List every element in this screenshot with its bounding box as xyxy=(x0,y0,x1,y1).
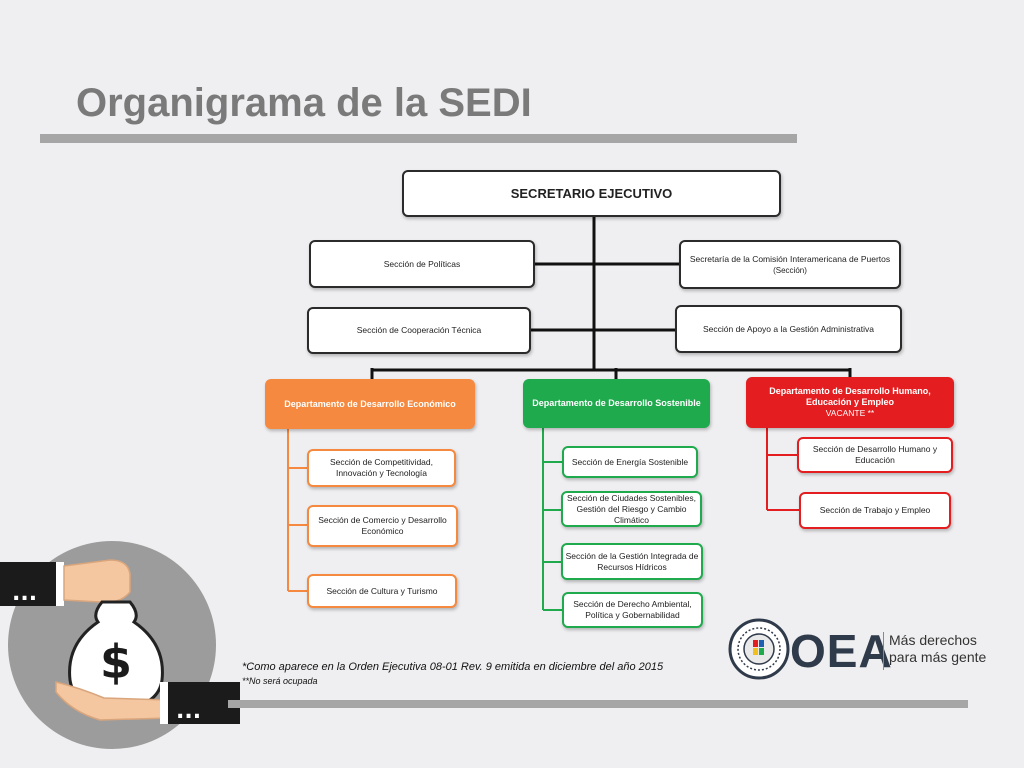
seccion-ciudades-box: Sección de Ciudades Sostenibles, Gestión… xyxy=(561,491,702,527)
dept-economico-label: Departamento de Desarrollo Económico xyxy=(284,398,456,409)
bottom-divider xyxy=(228,700,968,708)
dollar-symbol: $ xyxy=(100,635,132,689)
seccion-comercio-label: Sección de Comercio y Desarrollo Económi… xyxy=(318,515,447,536)
seccion-recursos-hidricos-box: Sección de la Gestión Integrada de Recur… xyxy=(561,543,703,580)
seccion-ciudades-label: Sección de Ciudades Sostenibles, Gestión… xyxy=(567,492,696,525)
seccion-trabajo-label: Sección de Trabajo y Empleo xyxy=(819,505,931,515)
seccion-cultura-box: Sección de Cultura y Turismo xyxy=(307,574,457,608)
sleeve-dots-bottom: ... xyxy=(176,699,201,724)
tagline-line-1: Más derechos xyxy=(889,632,977,648)
apoyo-gestion-label: Sección de Apoyo a la Gestión Administra… xyxy=(702,323,875,334)
seccion-cooperacion-label: Sección de Cooperación Técnica xyxy=(356,325,482,335)
oea-logo-text: OEA xyxy=(790,625,893,677)
logo-divider xyxy=(883,632,884,670)
seccion-politicas-label: Sección de Políticas xyxy=(383,258,461,269)
footnotes: *Como aparece en la Orden Ejecutiva 08-0… xyxy=(242,660,663,688)
secretario-ejecutivo-box: SECRETARIO EJECUTIVO xyxy=(402,170,781,217)
sleeve-top xyxy=(0,562,62,606)
secretario-ejecutivo-label: SECRETARIO EJECUTIVO xyxy=(510,186,673,201)
footnote-1: *Como aparece en la Orden Ejecutiva 08-0… xyxy=(242,661,664,673)
seccion-derecho-ambiental-label: Sección de Derecho Ambiental, Política y… xyxy=(573,599,692,620)
dept-sostenible-label: Departamento de Desarrollo Sostenible xyxy=(532,398,701,408)
dept-desarrollo-economico: Departamento de Desarrollo Económico xyxy=(265,379,475,429)
sleeve-dots-top: ... xyxy=(12,581,37,606)
comision-puertos-label: Secretaría de la Comisión Interamericana… xyxy=(689,253,891,264)
seccion-recursos-hidricos-label: Sección de la Gestión Integrada de Recur… xyxy=(565,550,699,572)
tagline-line-2: para más gente xyxy=(889,649,987,665)
comision-puertos-box: Secretaría de la Comisión Interamericana… xyxy=(679,240,901,289)
seccion-energia-box: Sección de Energía Sostenible xyxy=(562,446,698,478)
seccion-politicas-box: Sección de Políticas xyxy=(309,240,535,288)
oea-tagline: Más derechos para más gente xyxy=(889,632,986,666)
seccion-comercio-box: Sección de Comercio y Desarrollo Económi… xyxy=(307,505,458,547)
seccion-cultura-label: Sección de Cultura y Turismo xyxy=(326,585,438,596)
seccion-competitividad-box: Sección de Competitividad, Innovación y … xyxy=(307,449,456,487)
title-divider xyxy=(40,134,797,143)
seccion-derecho-ambiental-box: Sección de Derecho Ambiental, Política y… xyxy=(562,592,703,628)
seccion-energia-label: Sección de Energía Sostenible xyxy=(571,456,689,467)
seccion-trabajo-box: Sección de Trabajo y Empleo xyxy=(799,492,951,529)
apoyo-gestion-box: Sección de Apoyo a la Gestión Administra… xyxy=(675,305,902,353)
page-title: Organigrama de la SEDI xyxy=(76,81,532,125)
dept-humano-label: Departamento de Desarrollo Humano, Educa… xyxy=(769,386,931,407)
dept-humano-vacante: VACANTE ** xyxy=(825,408,875,418)
seccion-desarrollo-humano-label: Sección de Desarrollo Humano y Educación xyxy=(812,444,938,465)
dept-desarrollo-humano: Departamento de Desarrollo Humano, Educa… xyxy=(746,377,954,428)
seccion-cooperacion-box: Sección de Cooperación Técnica xyxy=(307,307,531,354)
comision-puertos-sub: (Sección) xyxy=(773,265,807,275)
oas-seal-icon xyxy=(728,618,790,680)
dept-desarrollo-sostenible: Departamento de Desarrollo Sostenible xyxy=(523,379,710,428)
money-bag-illustration: ... $ ... xyxy=(0,541,240,749)
seccion-desarrollo-humano-box: Sección de Desarrollo Humano y Educación xyxy=(797,437,953,473)
seccion-competitividad-label: Sección de Competitividad, Innovación y … xyxy=(329,457,433,478)
footnote-2: **No será ocupada xyxy=(242,676,318,686)
